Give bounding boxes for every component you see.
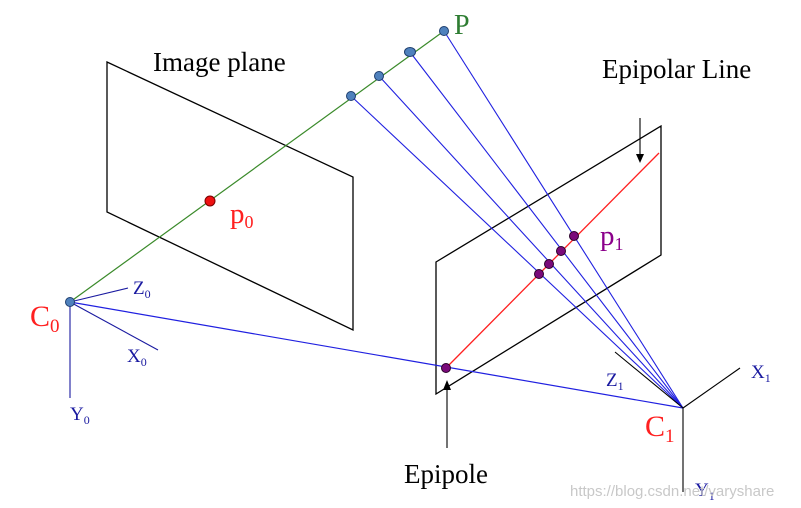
- x1-label: X1: [751, 362, 771, 385]
- point-2: [404, 47, 416, 57]
- point-p-label: P: [454, 10, 470, 41]
- epipolar-point-2: [556, 246, 566, 256]
- ray-c1-to-point-4: [350, 95, 684, 409]
- point-p: [439, 26, 449, 36]
- watermark: https://blog.csdn.net/varyshare: [570, 483, 774, 500]
- x0-label: X0: [127, 346, 147, 369]
- projection-p0: [204, 195, 216, 207]
- p1-label: p1: [600, 220, 624, 254]
- p0-label: p0: [230, 198, 254, 232]
- epipolar-line-label: Epipolar Line: [602, 54, 751, 84]
- ray-c1-to-point-2: [409, 51, 684, 409]
- z1-label: Z1: [606, 370, 624, 393]
- c1-x-axis: [682, 367, 741, 409]
- baseline-c0-c1: [69, 301, 684, 409]
- c0-label: C0: [30, 300, 60, 337]
- c0-x-axis: [69, 301, 159, 351]
- right-image-plane: [435, 124, 662, 396]
- c1-label: C1: [645, 410, 675, 447]
- epipolar-point-1: [569, 231, 579, 241]
- point-4: [346, 91, 356, 101]
- image-plane-label: Image plane: [153, 47, 286, 77]
- epipolar-point-3: [544, 259, 554, 269]
- left-image-plane: [106, 60, 354, 332]
- y1-label: Y1: [695, 480, 715, 503]
- epipole-point: [441, 363, 451, 373]
- c0-z-axis: [69, 287, 129, 303]
- epipolar-point-4: [534, 269, 544, 279]
- camera-c0-center: [65, 297, 75, 307]
- point-3: [374, 71, 384, 81]
- ray-c1-to-p: [443, 30, 684, 409]
- z0-label: Z0: [133, 278, 151, 301]
- y0-label: Y0: [70, 404, 90, 427]
- epipole-label: Epipole: [404, 459, 488, 489]
- ray-c1-to-point-3: [378, 75, 684, 409]
- epipolar-line-arrow: [636, 118, 644, 163]
- epipole-arrow: [443, 380, 451, 448]
- c1-z-axis: [614, 351, 684, 409]
